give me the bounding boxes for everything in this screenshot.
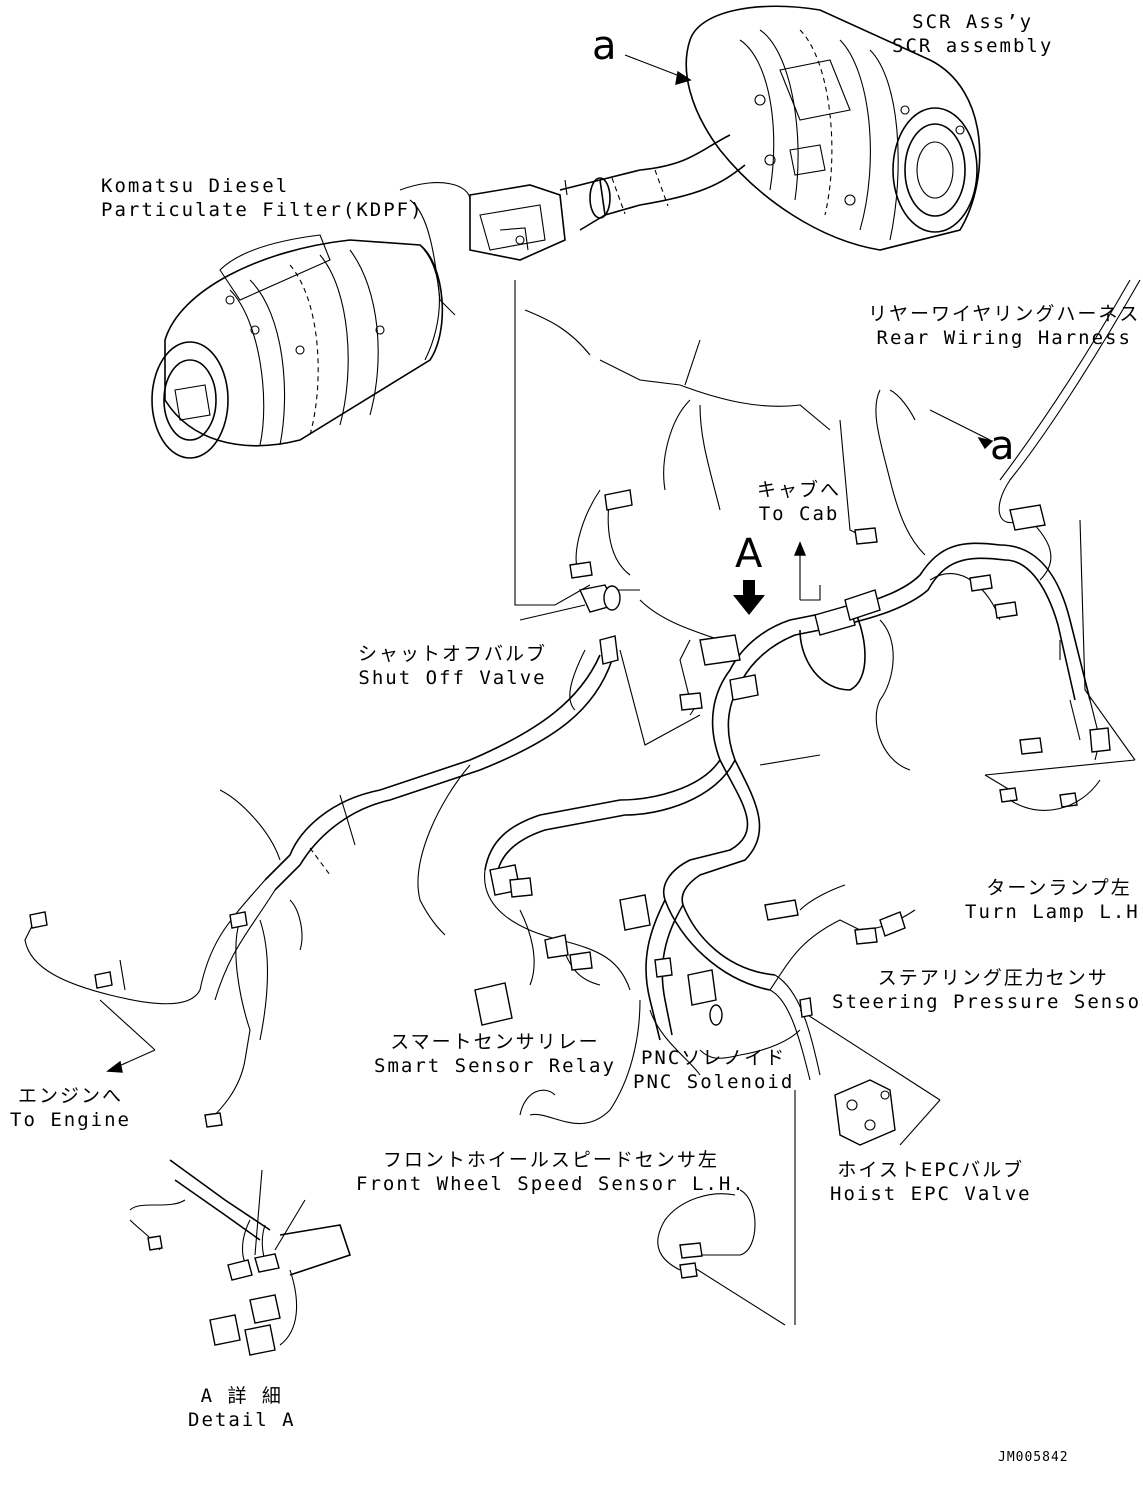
label-scr-assembly: SCR Ass’y SCR assembly: [892, 10, 1053, 58]
view-marker-A-arrow: A: [735, 531, 763, 577]
label-to-engine-jp: エンジンへ: [17, 1085, 123, 1107]
label-rear-harness-jp: リヤーワイヤリングハーネス: [868, 303, 1141, 325]
label-smart-sensor-relay: スマートセンサリレー Smart Sensor Relay: [374, 1030, 616, 1078]
label-scr-jp: SCR Ass’y: [912, 11, 1034, 33]
label-front-wheel-speed-sensor: フロントホイールスピードセンサ左 Front Wheel Speed Senso…: [356, 1148, 746, 1196]
label-turn-lamp-en: Turn Lamp L.H.: [965, 901, 1143, 923]
label-kdpf: Komatsu Diesel Particulate Filter(KDPF): [101, 174, 424, 222]
rear-harness-branches: [524, 279, 1141, 641]
detail-a-drawing: [129, 1159, 352, 1356]
label-detail-a-en: Detail A: [188, 1409, 296, 1431]
label-steering-en: Steering Pressure Sensor: [832, 991, 1143, 1013]
label-detail-a: A 詳 細 Detail A: [188, 1384, 296, 1432]
label-to-cab-jp: キャブへ: [757, 479, 842, 501]
label-pnc-en: PNC Solenoid: [633, 1071, 795, 1093]
label-pnc-solenoid: PNCソレノイド PNC Solenoid: [633, 1046, 794, 1094]
label-pnc-jp: PNCソレノイド: [640, 1047, 787, 1069]
label-kdpf-line2: Particulate Filter(KDPF): [101, 199, 424, 221]
label-to-engine-en: To Engine: [10, 1109, 131, 1131]
label-steering-jp: ステアリング圧力センサ: [877, 967, 1109, 989]
label-shut-off-en: Shut Off Valve: [358, 667, 547, 689]
label-kdpf-line1: Komatsu Diesel: [101, 175, 290, 197]
label-turn-lamp: ターンランプ左 Turn Lamp L.H.: [965, 876, 1143, 924]
view-marker-a-right: a: [990, 423, 1015, 469]
label-rear-wiring-harness: リヤーワイヤリングハーネス Rear Wiring Harness: [868, 302, 1140, 350]
label-detail-a-jp: A 詳 細: [200, 1385, 283, 1407]
leader-lines: [99, 54, 1136, 1326]
label-front-wheel-jp: フロントホイールスピードセンサ左: [382, 1149, 719, 1171]
label-scr-en: SCR assembly: [892, 35, 1054, 57]
main-harness: [484, 542, 1101, 1081]
scr-assembly-drawing: [685, 5, 981, 251]
view-marker-a-top: a: [592, 23, 617, 69]
label-smart-relay-jp: スマートセンサリレー: [390, 1031, 600, 1053]
view-a-arrow-icon: [733, 580, 765, 615]
label-turn-lamp-jp: ターンランプ左: [986, 877, 1132, 899]
label-hoist-en: Hoist EPC Valve: [830, 1183, 1032, 1205]
label-smart-relay-en: Smart Sensor Relay: [374, 1055, 616, 1077]
label-steering-pressure-sensor: ステアリング圧力センサ Steering Pressure Sensor: [832, 966, 1143, 1014]
label-shut-off-jp: シャットオフバルブ: [358, 643, 548, 665]
label-rear-harness-en: Rear Wiring Harness: [876, 327, 1132, 349]
label-to-cab: キャブへ To Cab: [757, 478, 841, 526]
label-front-wheel-en: Front Wheel Speed Sensor L.H.: [356, 1173, 746, 1195]
label-hoist-epc-valve: ホイストEPCバルブ Hoist EPC Valve: [830, 1158, 1032, 1206]
engine-harness: [24, 649, 613, 1121]
label-hoist-jp: ホイストEPCバルブ: [837, 1159, 1025, 1181]
label-to-cab-en: To Cab: [758, 503, 840, 525]
exhaust-pipe-drawing: [469, 134, 746, 261]
drawing-code: JM005842: [998, 1450, 1069, 1465]
label-to-engine: エンジンへ To Engine: [10, 1084, 131, 1132]
label-shut-off-valve: シャットオフバルブ Shut Off Valve: [358, 642, 547, 690]
kdpf-drawing: [151, 182, 471, 459]
components: [29, 489, 1111, 1279]
